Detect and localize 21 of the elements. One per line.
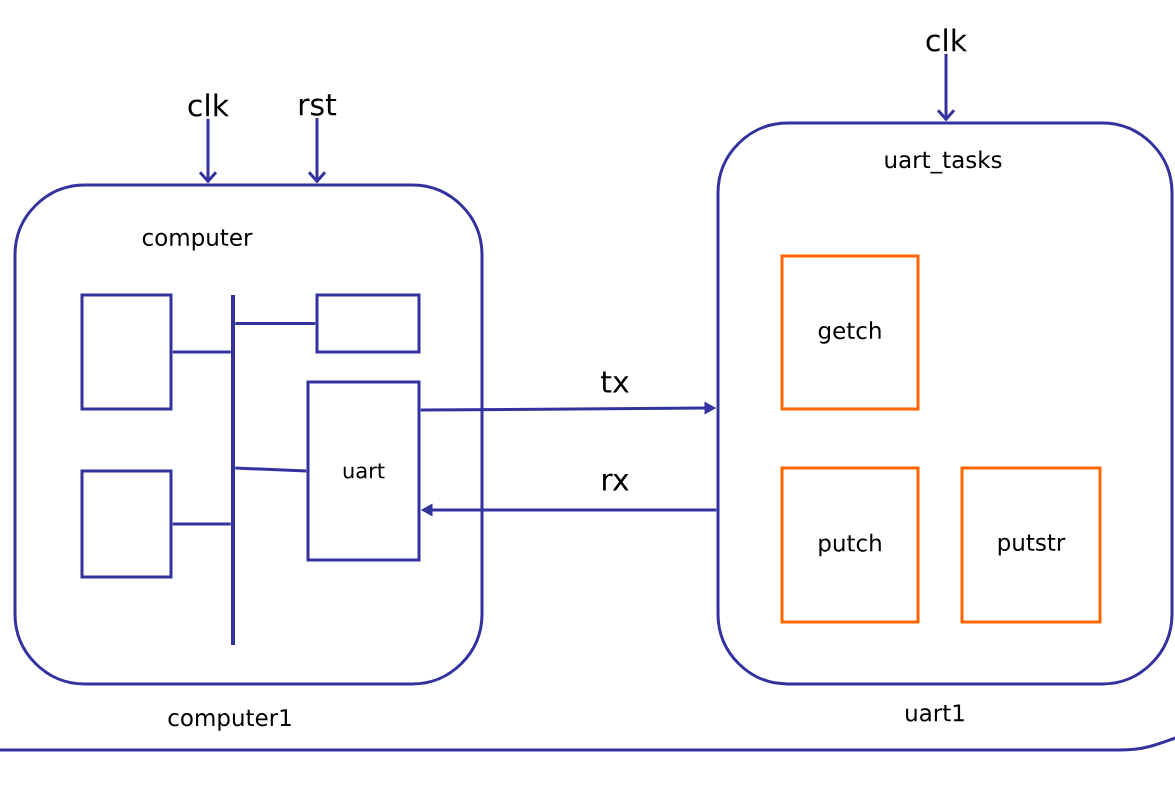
edge-label: rx (599, 472, 631, 492)
connector-line (235, 466, 307, 473)
uart-box: uart (306, 380, 421, 562)
function-box: putch (780, 466, 920, 624)
arrow (198, 118, 218, 184)
arrow (936, 53, 956, 122)
arrow (307, 117, 327, 184)
function-box: putstr (960, 466, 1102, 624)
instance-label: computer1 (168, 709, 291, 731)
edge-label: tx (599, 370, 631, 394)
instance-label: uart1 (906, 704, 964, 722)
connector-line (235, 322, 316, 325)
function-box: getch (780, 254, 920, 411)
block-box (80, 469, 173, 579)
block-box (80, 293, 173, 411)
block-box (315, 293, 421, 354)
connector-line (172, 522, 231, 526)
signal-label: clk (188, 93, 229, 117)
signal-label: rst (299, 94, 337, 116)
signal-label: clk (926, 28, 968, 52)
connector-line (172, 350, 231, 354)
